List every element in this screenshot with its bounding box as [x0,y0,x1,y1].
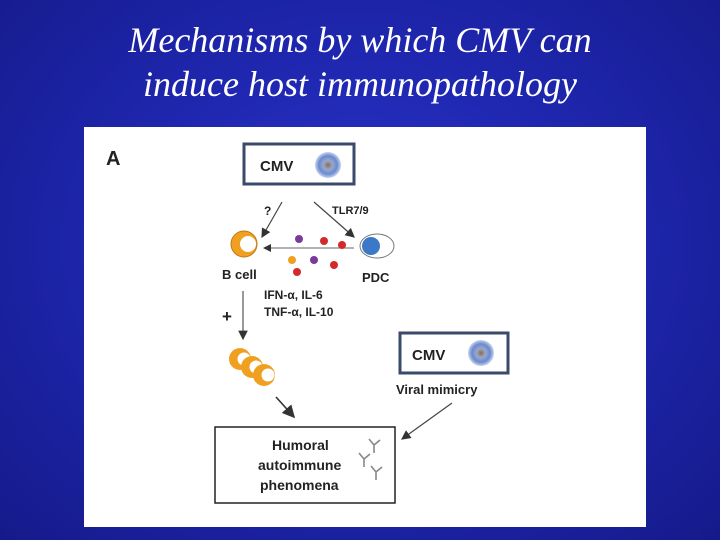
outcome-line-2: autoimmune [258,457,341,473]
pdc-label: PDC [362,270,390,285]
arrow-cmv-to-bcell [261,201,283,239]
cmv-virus-icon-2 [468,340,494,366]
cmv-top-label: CMV [260,158,293,175]
outcome-box [214,426,396,504]
arrow-cmv-to-pdc [313,201,355,238]
cmv-mimicry-label: CMV [412,347,445,364]
cmv-virus-icon [315,152,341,178]
arrow-mimicry-to-outcome [401,402,453,440]
cytokine-dot [310,256,318,264]
outcome-line-1: Humoral [272,437,329,453]
outcome-line-3: phenomena [260,477,339,493]
figure-panel: A CMV ? TLR7/9 B cell PDC IFN-α, IL-6 TN… [84,127,646,527]
antibody-icon [358,438,383,480]
slide-title: Mechanisms by which CMV can induce host … [0,18,720,106]
mechanism-diagram: A CMV ? TLR7/9 B cell PDC IFN-α, IL-6 TN… [106,142,510,504]
cytokine-dot [293,268,301,276]
cytokine-dot [330,261,338,269]
plus-sign: + [222,307,232,326]
b-cell-label: B cell [222,267,257,282]
cytokines-line-2: TNF-α, IL-10 [264,305,334,319]
proliferating-b-cells [229,348,275,386]
question-mark: ? [264,204,271,218]
viral-mimicry-label: Viral mimicry [396,382,478,397]
cytokine-dot [295,235,303,243]
cytokine-dot [288,256,296,264]
cytokines-line-1: IFN-α, IL-6 [264,288,323,302]
arrow-to-outcome [275,396,296,419]
cytokine-dot [320,237,328,245]
title-line-1: Mechanisms by which CMV can [128,20,592,60]
panel-letter: A [106,148,120,170]
title-line-2: induce host immunopathology [143,64,577,104]
cytokine-dot [338,241,346,249]
tlr-label: TLR7/9 [332,205,369,217]
